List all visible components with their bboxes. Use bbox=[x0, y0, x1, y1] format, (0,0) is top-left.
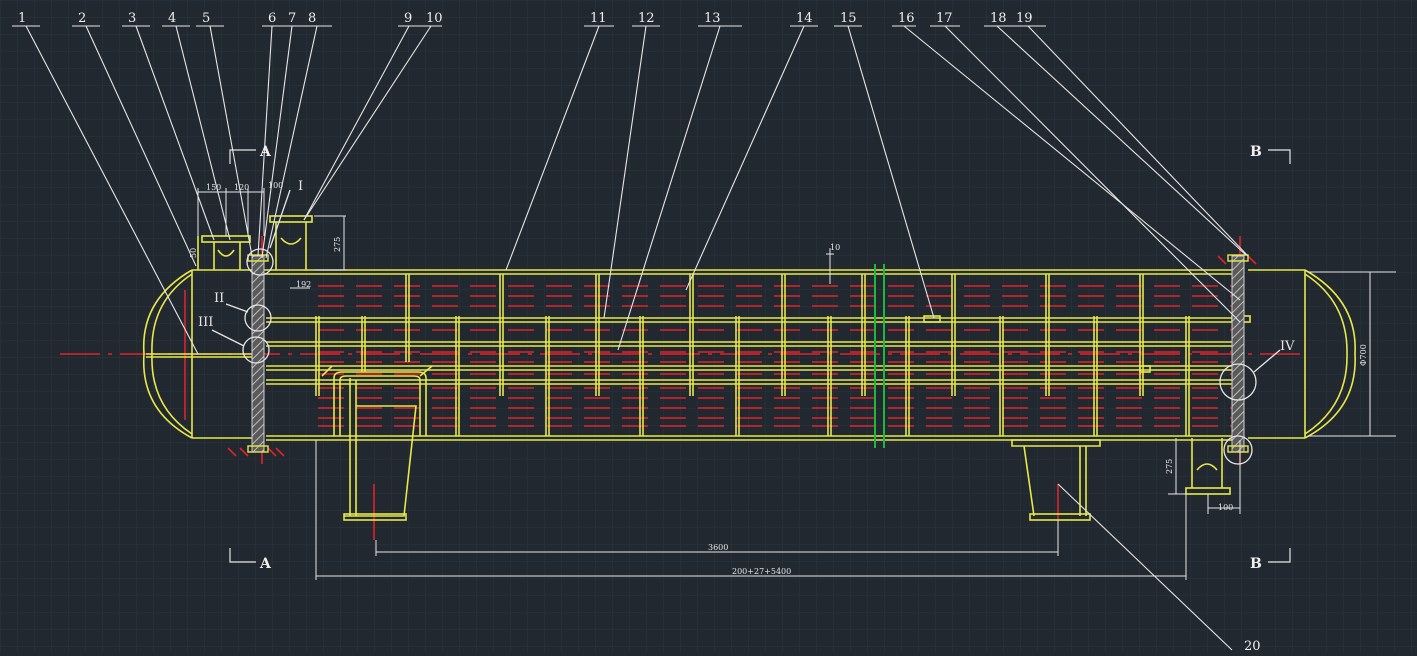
callout-leader bbox=[1027, 25, 1249, 257]
callout-label: 1 bbox=[18, 11, 26, 26]
callout-label: 2 bbox=[78, 11, 86, 26]
callout-label: 7 bbox=[288, 11, 296, 26]
detail-label-1: I bbox=[298, 179, 303, 194]
bolt-mark bbox=[239, 447, 249, 457]
section-b-top-label: B bbox=[1250, 144, 1262, 160]
callout-label: 19 bbox=[1016, 11, 1033, 26]
section-markers bbox=[229, 149, 1291, 563]
callout-leader bbox=[944, 25, 1241, 323]
callout-leader bbox=[261, 25, 293, 259]
baffles bbox=[315, 274, 1190, 436]
callout-leader bbox=[847, 25, 935, 319]
callout-leader bbox=[25, 25, 199, 355]
callout-label: 5 bbox=[202, 11, 210, 26]
dim-100-top: 100 bbox=[268, 181, 283, 190]
bolt-mark bbox=[267, 447, 277, 457]
callout-leader bbox=[257, 25, 273, 257]
callout-leader bbox=[209, 25, 253, 257]
dim-3600: 3600 bbox=[708, 543, 728, 552]
callout-leader bbox=[903, 25, 1241, 301]
callout-leader bbox=[1057, 483, 1233, 651]
detail-label-3: III bbox=[198, 315, 213, 330]
callout-label: 4 bbox=[168, 11, 176, 26]
dim-overall: 200+27+5400 bbox=[732, 567, 791, 576]
dim-50: 50 bbox=[189, 248, 198, 258]
section-b-bottom-label: B bbox=[1250, 556, 1262, 572]
dim-700: Φ700 bbox=[1359, 344, 1368, 366]
callout-leader bbox=[303, 25, 432, 221]
detail-label-4: IV bbox=[1280, 339, 1295, 354]
bolt-mark bbox=[1247, 255, 1257, 265]
leader-lines bbox=[12, 25, 1249, 651]
bolt-mark bbox=[1217, 255, 1227, 265]
callout-label: 6 bbox=[268, 11, 276, 26]
bolt-mark bbox=[227, 447, 237, 457]
detail-label-2: II bbox=[214, 291, 224, 306]
callout-label: 14 bbox=[796, 11, 813, 26]
detail-circles bbox=[211, 189, 1281, 465]
callout-label: 9 bbox=[404, 11, 412, 26]
callout-leader bbox=[85, 25, 197, 267]
callout-leader bbox=[617, 25, 721, 351]
callout-label: 12 bbox=[638, 11, 655, 26]
dim-275-right: 275 bbox=[1165, 459, 1174, 474]
section-a-top-label: A bbox=[259, 144, 272, 160]
dim-100-right: 100 bbox=[1218, 503, 1233, 512]
callout-leader bbox=[505, 25, 600, 271]
callout-label: 15 bbox=[840, 11, 857, 26]
callout-label: 18 bbox=[990, 11, 1007, 26]
callout-label: 11 bbox=[590, 11, 607, 26]
middle-flange bbox=[874, 264, 885, 448]
callout-label: 3 bbox=[128, 11, 136, 26]
callout-leader bbox=[685, 25, 805, 291]
dim-120: 120 bbox=[234, 183, 249, 192]
callout-leader bbox=[135, 25, 215, 241]
tube-centerlines bbox=[60, 236, 1300, 540]
callout-leader bbox=[603, 25, 647, 319]
callout-leader bbox=[303, 25, 410, 221]
callout-label: 17 bbox=[936, 11, 953, 26]
callout-leader bbox=[175, 25, 231, 241]
callout-label: 10 bbox=[426, 11, 443, 26]
dim-10: 10 bbox=[830, 243, 840, 252]
shell-body bbox=[142, 215, 1356, 521]
dim-192: 192 bbox=[296, 280, 311, 289]
callout-label: 20 bbox=[1244, 639, 1261, 652]
callout-label: 13 bbox=[704, 11, 721, 26]
bolt-mark bbox=[275, 447, 285, 457]
dimension-lines bbox=[197, 188, 1396, 580]
callout-label: 16 bbox=[898, 11, 915, 26]
callout-label: 8 bbox=[308, 11, 316, 26]
section-a-bottom-label: A bbox=[259, 556, 272, 572]
callout-leader bbox=[996, 25, 1247, 256]
dim-275-left: 275 bbox=[333, 237, 342, 252]
dim-150: 150 bbox=[206, 183, 221, 192]
callout-leader bbox=[265, 25, 318, 259]
